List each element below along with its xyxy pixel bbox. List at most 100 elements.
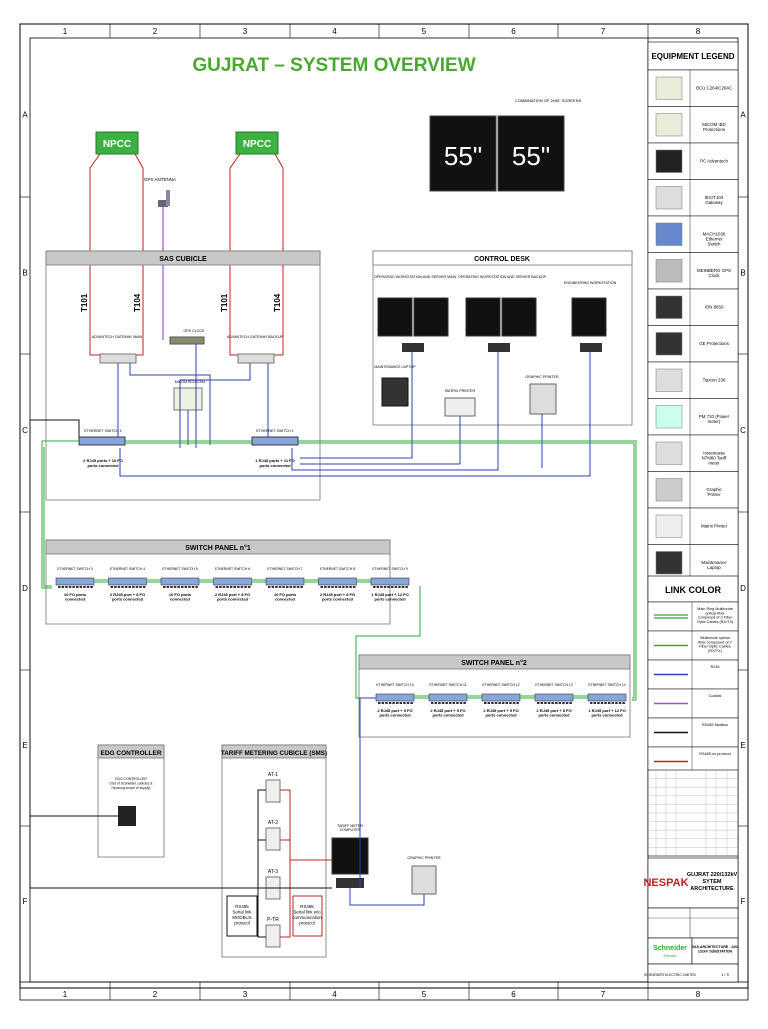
t104-b: T104 xyxy=(273,293,282,312)
grid-row-C: C xyxy=(740,426,746,435)
ethernet-switch-label: ETHERNET SWITCH 9 xyxy=(372,567,407,571)
micom-bcu xyxy=(173,387,203,411)
grid-col-6: 6 xyxy=(511,990,516,999)
switch-1-label: ETHERNET SWITCH 1 xyxy=(256,429,293,433)
screen-2-label: 55" xyxy=(512,141,550,171)
grid-col-8: 8 xyxy=(696,27,701,36)
grid-col-2: 2 xyxy=(153,27,158,36)
legend-equipment-label: Matrix Printer xyxy=(701,523,728,528)
gps-antenna-icon xyxy=(158,190,170,207)
gateway-backup-label: ADVANTECH GATEWAY BACKUP xyxy=(227,335,284,339)
npcc-2: NPCC xyxy=(235,131,279,155)
grid-row-F: F xyxy=(23,897,28,906)
legend-equipment-label: ION 8650 xyxy=(705,304,724,309)
grid-row-E: E xyxy=(740,741,745,750)
schneider-logo-icon: Schneider xyxy=(653,945,687,952)
legend-equipment-label: PC Advantech xyxy=(700,158,728,163)
sas-rj45-links xyxy=(117,344,269,448)
legend-equipment-icon xyxy=(655,113,683,137)
ethernet-switch-label: ETHERNET SWITCH 12 xyxy=(482,683,519,687)
main-ring xyxy=(41,440,637,701)
sheet-number: 1 / 5 xyxy=(721,972,730,977)
gateway-main xyxy=(99,353,137,364)
ethernet-switch xyxy=(587,693,627,702)
meter-at-2: AT-2 xyxy=(268,820,278,826)
tariff-meters: AT-1 AT-2 AT-3 P-TR xyxy=(265,772,281,948)
edg-controller-box xyxy=(97,744,165,858)
gps-antenna-label: GPS ANTENNA xyxy=(144,177,176,182)
switch-panel-2-title: SWITCH PANEL n°2 xyxy=(461,659,527,667)
legend-equipment-icon xyxy=(655,222,683,246)
grid-col-3: 3 xyxy=(243,27,248,36)
legend-equipment-icon xyxy=(655,368,683,392)
meter-at-1: AT-1 xyxy=(268,772,278,778)
legend-equipment-icon xyxy=(655,186,683,210)
ethernet-switch xyxy=(318,577,357,586)
legend-equipment-icon xyxy=(655,295,683,319)
meter-p-tr: P-TR xyxy=(267,917,279,923)
ethernet-switch-label: ETHERNET SWITCH 4 xyxy=(110,567,145,571)
ethernet-switch-label: ETHERNET SWITCH 3 xyxy=(57,567,92,571)
legend-link-label: Coaxial xyxy=(709,694,722,698)
gps-clock-label: GPS CLOCK xyxy=(184,329,206,333)
client-logo-icon: NESPAK xyxy=(643,877,688,889)
grid-col-1: 1 xyxy=(63,990,68,999)
grid-col-5: 5 xyxy=(422,27,427,36)
ethernet-switch xyxy=(213,577,252,586)
tariff-printer-label: GRAPHIC PRINTER xyxy=(407,856,441,860)
control-desk-rj45-links xyxy=(119,352,591,477)
legend-equipment-label: BCU C264/C264C xyxy=(696,85,732,90)
ws-backup-label: OPERATING WORKSTATION AND SERVER BACKUP xyxy=(458,275,547,279)
rs485-comm-note-box xyxy=(292,895,323,937)
tariff-graphic-printer xyxy=(411,865,437,895)
grid-col-5: 5 xyxy=(422,990,427,999)
ethernet-switch-2 xyxy=(78,436,126,446)
legend-equipment-icon xyxy=(655,332,683,356)
legend-link-label: RS485 Modbus xyxy=(702,723,728,727)
grid-col-7: 7 xyxy=(601,990,606,999)
grid-col-1: 1 xyxy=(63,27,68,36)
ethernet-switch-1 xyxy=(251,436,299,446)
ethernet-switch-label: ETHERNET SWITCH 5 xyxy=(162,567,197,571)
sas-cubicle-title: SAS CUBICLE xyxy=(159,256,207,263)
gateway-backup xyxy=(237,353,275,364)
ethernet-switch xyxy=(534,693,574,702)
gateway-main-label: ADVANTECH GATEWAY MAIN xyxy=(92,335,143,339)
grid-row-E: E xyxy=(22,741,27,750)
legend-equipment-icon xyxy=(655,405,683,429)
control-desk-title: CONTROL DESK xyxy=(474,256,530,263)
svg-text:Electric: Electric xyxy=(663,953,676,958)
legend-equipment-icon xyxy=(655,441,683,465)
legend-equipment-icon xyxy=(655,478,683,502)
legend-equipment-icon xyxy=(655,76,683,100)
grid-row-B: B xyxy=(740,269,745,278)
rs485-modbus-note-box xyxy=(226,895,258,937)
legend-equipment-icon xyxy=(655,149,683,173)
ethernet-switch-label: ETHERNET SWITCH 11 xyxy=(430,683,467,687)
edg-controller xyxy=(118,806,136,826)
npcc-2-label: NPCC xyxy=(243,139,271,150)
t101-a: T101 xyxy=(80,293,89,312)
legend-equipment-icon xyxy=(655,259,683,283)
grid-col-6: 6 xyxy=(511,27,516,36)
